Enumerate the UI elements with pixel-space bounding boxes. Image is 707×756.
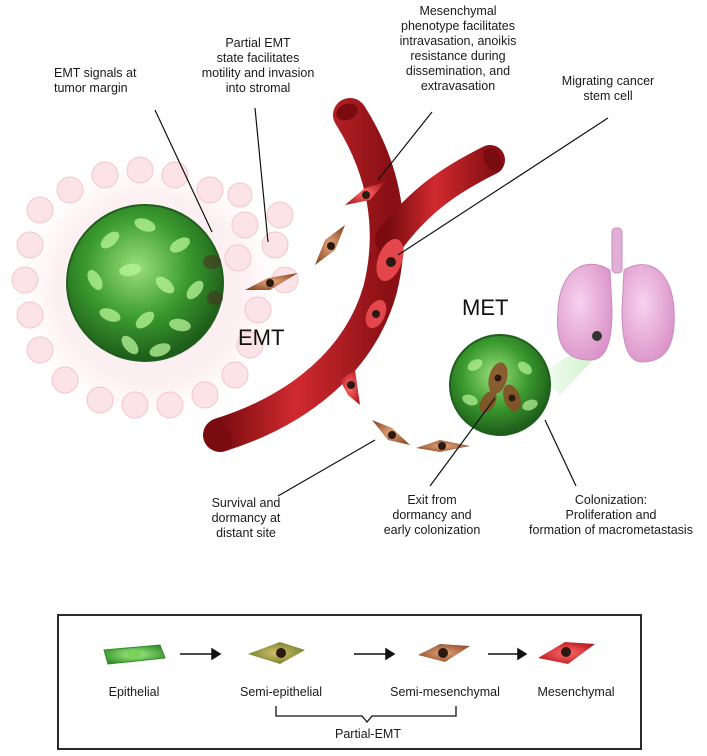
label-line: into stromal: [225, 81, 291, 95]
label-emt: EMT: [238, 325, 285, 350]
legend-cell-epithelial: [103, 644, 166, 665]
legend-cell-semi-mesenchymal: [418, 644, 470, 662]
label-line: distant site: [216, 526, 276, 540]
legend-arrows: [180, 647, 528, 661]
legend-label-semi-mesenchymal: Semi-mesenchymal: [390, 685, 500, 699]
label-line: phenotype facilitates: [401, 19, 515, 33]
blood-vessels: [203, 98, 505, 452]
label-emt-signals: EMT signals at tumor margin: [54, 66, 136, 96]
label-survival: Survival and dormancy at distant site: [196, 496, 296, 541]
label-line: state facilitates: [216, 51, 300, 65]
legend-cell-mesenchymal: [538, 642, 595, 664]
label-line: dormancy and: [392, 508, 472, 522]
label-line: early colonization: [383, 523, 481, 537]
label-line: stem cell: [583, 89, 633, 103]
label-line: Survival and: [211, 496, 281, 510]
label-colonization: Colonization: Proliferation and formatio…: [516, 493, 706, 538]
label-line: resistance during: [410, 49, 506, 63]
legend-label-mesenchymal: Mesenchymal: [537, 685, 615, 699]
legend-box: [57, 614, 642, 750]
legend-cell-semi-epithelial: [248, 642, 305, 664]
label-migrating-stem-cell: Migrating cancer stem cell: [548, 74, 668, 104]
leader-lines: [154, 107, 609, 497]
partial-emt-bracket: [275, 706, 457, 724]
label-line: EMT signals at: [54, 66, 137, 80]
label-line: dormancy at: [211, 511, 281, 525]
label-mesenchymal-phenotype: Mesenchymal phenotype facilitates intrav…: [378, 4, 538, 94]
lungs-illustration: [540, 227, 675, 395]
legend-label-epithelial: Epithelial: [108, 685, 160, 699]
label-line: motility and invasion: [201, 66, 315, 80]
label-line: formation of macrometastasis: [529, 523, 693, 537]
label-line: Colonization:: [574, 493, 648, 507]
label-line: Partial EMT: [225, 36, 291, 50]
label-line: Migrating cancer: [561, 74, 655, 88]
label-partial-emt: Partial EMT state facilitates motility a…: [188, 36, 328, 96]
metastatic-tumor: [449, 334, 551, 436]
label-line: extravasation: [420, 79, 496, 93]
label-exit-dormancy: Exit from dormancy and early colonizatio…: [372, 493, 492, 538]
label-line: intravasation, anoikis: [399, 34, 517, 48]
label-line: dissemination, and: [405, 64, 511, 78]
label-line: Mesenchymal: [419, 4, 497, 18]
label-line: Exit from: [407, 493, 457, 507]
legend-label-semi-epithelial: Semi-epithelial: [240, 685, 322, 699]
primary-tumor: [66, 204, 224, 362]
label-met: MET: [462, 295, 509, 320]
label-line: Proliferation and: [565, 508, 657, 522]
label-line: tumor margin: [54, 81, 128, 95]
legend-label-partial-emt: Partial-EMT: [335, 727, 401, 741]
migrating-cells: [245, 182, 470, 452]
